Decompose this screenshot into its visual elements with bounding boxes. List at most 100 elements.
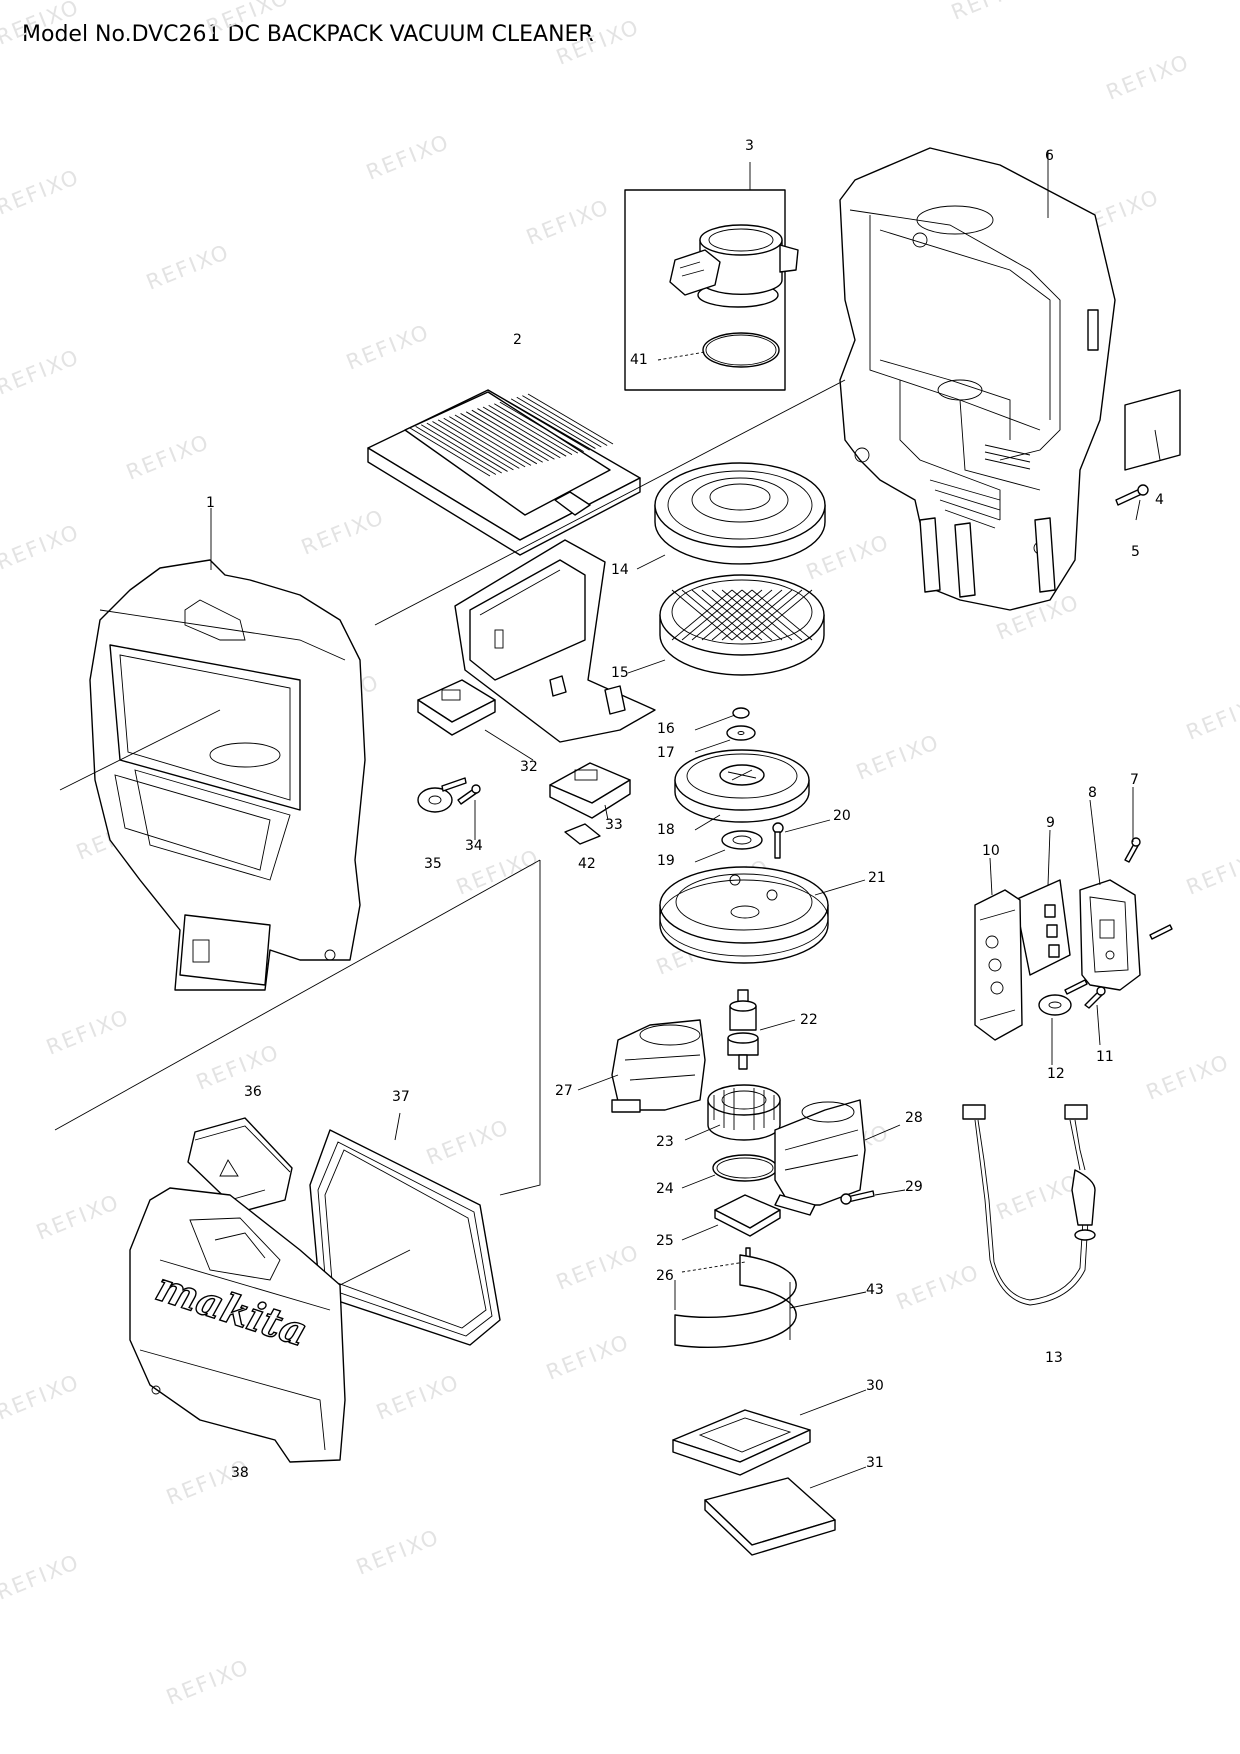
watermark-text: REFIXO: [543, 1330, 633, 1385]
callout-labels: 1234567891011121314151617181920212223242…: [206, 138, 1164, 1481]
part-1-frame: [89, 559, 366, 991]
callout-20: 20: [833, 808, 851, 824]
callout-11: 11: [1096, 1049, 1114, 1065]
callout-34: 34: [465, 838, 483, 854]
watermark-text: REFIXO: [993, 1170, 1083, 1225]
callout-14: 14: [611, 562, 629, 578]
watermark-text: REFIXO: [0, 1370, 83, 1425]
switch-plate: [417, 679, 496, 736]
part-33-switch: [549, 762, 631, 819]
part-43-foam: [674, 1254, 797, 1348]
callout-13: 13: [1045, 1350, 1063, 1366]
watermark-text: REFIXO: [0, 1550, 83, 1605]
callout-42: 42: [578, 856, 596, 872]
part-28-mount: [774, 1099, 866, 1216]
callout-36: 36: [244, 1084, 262, 1100]
part-23-stator: [707, 1084, 781, 1141]
callout-22: 22: [800, 1012, 818, 1028]
watermark-text: REFIXO: [353, 1525, 443, 1580]
part-41-o-ring: [702, 332, 780, 368]
callout-6: 6: [1045, 148, 1054, 164]
watermark-text: REFIXO: [1103, 50, 1193, 105]
watermark-text: REFIXO: [193, 1040, 283, 1095]
watermark-text: REFIXO: [163, 1455, 253, 1510]
part-37-gasket: [309, 1129, 501, 1346]
callout-30: 30: [866, 1378, 884, 1394]
watermark-text: REFIXO: [1183, 690, 1240, 745]
callout-4: 4: [1155, 492, 1164, 508]
callout-37: 37: [392, 1089, 410, 1105]
callout-12: 12: [1047, 1066, 1065, 1082]
watermark-text: REFIXO: [43, 1005, 133, 1060]
watermark-text: REFIXO: [0, 520, 83, 575]
part-31-pad: [704, 1477, 836, 1556]
watermark-text: REFIXO: [893, 1260, 983, 1315]
callout-18: 18: [657, 822, 675, 838]
watermark-text: REFIXO: [143, 240, 233, 295]
callout-3: 3: [745, 138, 754, 154]
callout-29: 29: [905, 1179, 923, 1195]
callout-7: 7: [1130, 772, 1139, 788]
watermark-text: REFIXO: [33, 1190, 123, 1245]
callout-27: 27: [555, 1083, 573, 1099]
part-14-cover: [654, 462, 826, 565]
callout-23: 23: [656, 1134, 674, 1150]
watermark-text: REFIXO: [553, 1240, 643, 1295]
part-4-label: [1124, 389, 1181, 471]
callout-8: 8: [1088, 785, 1097, 801]
watermark-text: REFIXO: [553, 15, 643, 70]
callout-26: 26: [656, 1268, 674, 1284]
part-7-screw: [1124, 837, 1141, 863]
part-5-screw: [1115, 484, 1149, 506]
callout-10: 10: [982, 843, 1000, 859]
callout-24: 24: [656, 1181, 674, 1197]
callout-28: 28: [905, 1110, 923, 1126]
watermark-text: REFIXO: [523, 195, 613, 250]
part-34-screw: [457, 784, 481, 805]
callout-15: 15: [611, 665, 629, 681]
watermark-text: REFIXO: [1183, 845, 1240, 900]
callout-31: 31: [866, 1455, 884, 1471]
callout-17: 17: [657, 745, 675, 761]
watermark-text: REFIXO: [0, 345, 83, 400]
part-9-button-plate: [1014, 879, 1071, 976]
part-12-clip: [1038, 979, 1088, 1016]
part-19-bearing: [721, 830, 763, 850]
watermark-text: REFIXO: [298, 505, 388, 560]
callout-33: 33: [605, 817, 623, 833]
part-15-screen: [659, 574, 825, 676]
part-22-rotor: [727, 989, 759, 1070]
part-6-housing: [839, 147, 1116, 611]
part-3-flange: [669, 224, 799, 308]
part-8-remote-housing: [1079, 879, 1141, 991]
leader-lines: [210, 150, 1161, 1489]
part-27-bracket: [611, 1019, 706, 1113]
part-30-tray: [672, 1409, 811, 1476]
watermark-text: REFIXO: [853, 730, 943, 785]
callout-21: 21: [868, 870, 886, 886]
callout-1: 1: [206, 495, 215, 511]
watermark-text: REFIXO: [363, 130, 453, 185]
part-18-impeller: [674, 749, 810, 823]
part-29-screw: [840, 1190, 875, 1205]
watermark-text: REFIXO: [0, 0, 83, 50]
watermark-text: REFIXO: [163, 1655, 253, 1710]
part-11-screw: [1084, 986, 1106, 1009]
part-20-screw: [772, 822, 784, 859]
part-10-remote: [974, 889, 1023, 1041]
part-36-cover: [187, 1117, 293, 1213]
part-38-back-cover: makita: [129, 1187, 346, 1463]
callout-9: 9: [1046, 815, 1055, 831]
watermark-text: REFIXO: [343, 320, 433, 375]
part-24-ring: [712, 1154, 778, 1182]
callout-19: 19: [657, 853, 675, 869]
part-21-fan-housing: [659, 866, 829, 964]
watermark-text: REFIXO: [1143, 1050, 1233, 1105]
watermark-text: REFIXO: [373, 1370, 463, 1425]
callout-41: 41: [630, 352, 648, 368]
callout-43: 43: [866, 1282, 884, 1298]
callout-2: 2: [513, 332, 522, 348]
callout-35: 35: [424, 856, 442, 872]
part-42-pad: [564, 823, 601, 845]
